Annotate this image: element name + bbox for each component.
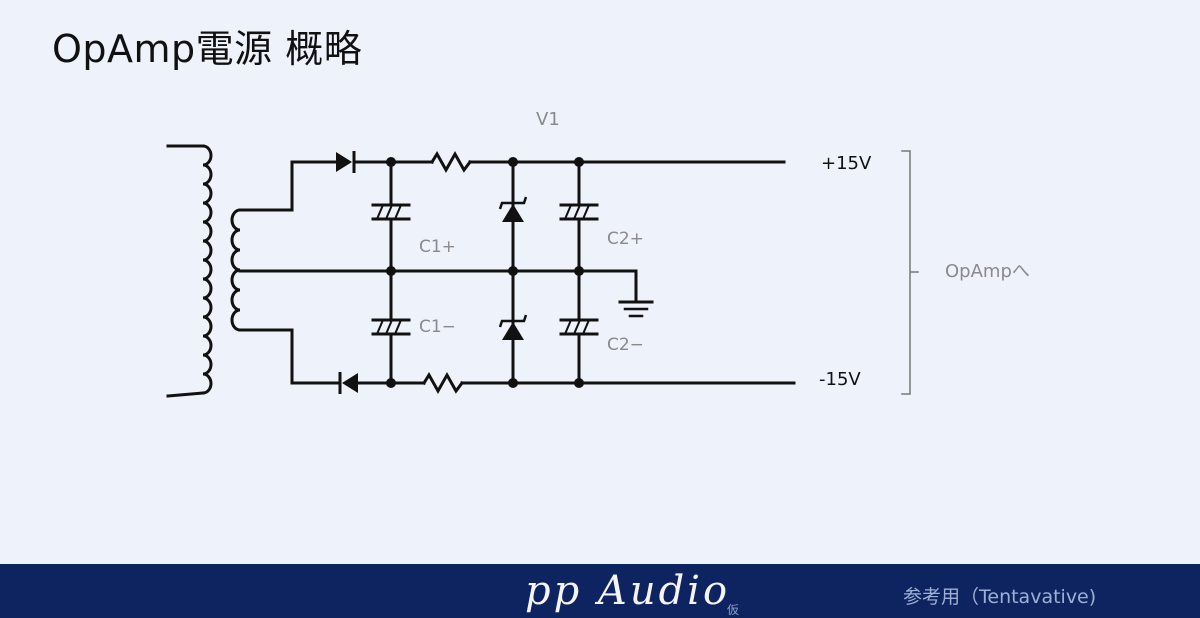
output-bracket <box>901 150 919 395</box>
wire-lower-lead <box>238 328 340 385</box>
ground-icon <box>618 300 654 318</box>
power-supply-schematic: V1 C1+ C1− C2+ C2− +15V -15V OpAmpへ <box>166 109 1030 398</box>
zener-diode-lower <box>498 314 528 340</box>
resistor-r2 <box>421 371 465 395</box>
footer-bar <box>0 564 1200 618</box>
page-title: OpAmp電源 概略 <box>52 27 363 71</box>
footer-note: 参考用（Tentavative) <box>903 586 1097 608</box>
capacitor-c2-minus <box>559 318 599 336</box>
diode-d1 <box>336 151 356 173</box>
junction-dots <box>386 157 584 388</box>
label-c2-plus: C2+ <box>607 229 644 249</box>
capacitor-c1-plus <box>371 203 411 221</box>
zener-diode-upper <box>498 196 528 222</box>
wire-upper-lead <box>238 160 338 212</box>
label-positive-output: +15V <box>821 153 872 174</box>
label-negative-output: -15V <box>819 369 861 390</box>
diode-d2 <box>338 372 358 394</box>
transformer-primary <box>166 144 213 398</box>
brand-subscript: 仮 <box>727 603 740 617</box>
capacitor-c1-minus <box>371 318 411 336</box>
wire-ground-rail <box>238 269 638 304</box>
brand-logo: pp Audio <box>525 568 731 614</box>
label-v1: V1 <box>536 109 560 130</box>
label-c1-plus: C1+ <box>419 237 456 257</box>
capacitor-c2-plus <box>559 203 599 221</box>
label-c2-minus: C2− <box>607 335 644 355</box>
label-c1-minus: C1− <box>419 317 456 337</box>
label-to-opamp: OpAmpへ <box>945 261 1030 282</box>
resistor-r1 <box>429 150 473 174</box>
